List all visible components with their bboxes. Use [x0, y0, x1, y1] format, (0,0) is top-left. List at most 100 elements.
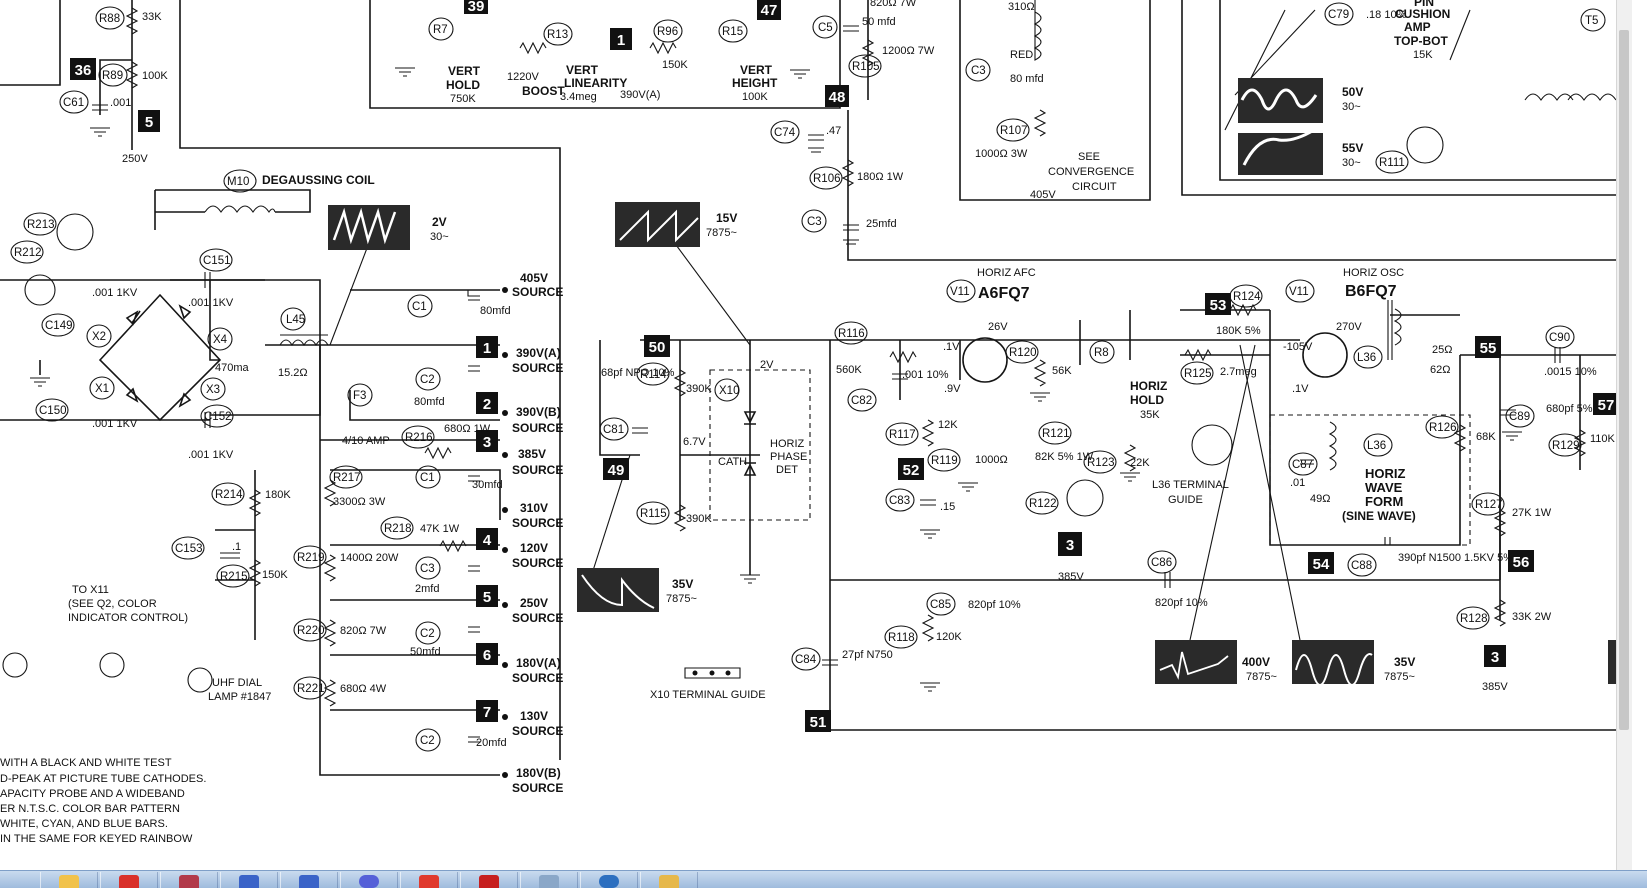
ref-r129: R129 [1552, 440, 1580, 452]
taskbar-app-globe[interactable] [580, 872, 638, 888]
c3a-value: 2mfd [415, 583, 439, 595]
c86-value: 820pf 10% [1155, 597, 1208, 609]
horiz-osc-transformer-icon [1387, 300, 1402, 360]
capacitor-symbols [92, 25, 1561, 743]
ref-c3b: C3 [807, 216, 822, 228]
r219-value: 1400Ω 20W [340, 552, 399, 564]
ref-c153: C153 [175, 543, 203, 555]
ref-r13: R13 [547, 29, 568, 41]
ref-r106: R106 [813, 173, 841, 185]
l36-terminal-guide-icon [1191, 424, 1233, 466]
horiz-afc-label: HORIZ AFC [977, 267, 1036, 279]
tp-55: 55 [1480, 340, 1497, 357]
r128-value: 33K 2W [1512, 611, 1552, 623]
c150-value: .001 1KV [92, 418, 138, 430]
chat-icon [359, 875, 379, 888]
ref-c2b: C2 [420, 628, 435, 640]
v56-label: 56K [1052, 365, 1072, 377]
red-wire-label: RED [1010, 49, 1033, 61]
pin-cushion-label-3: AMP [1404, 20, 1431, 34]
ref-r107: R107 [1000, 125, 1028, 137]
ref-r212: R212 [14, 247, 42, 259]
ref-r218: R218 [384, 523, 412, 535]
r216-value: 680Ω 1W [444, 423, 491, 435]
ref-r88: R88 [99, 13, 120, 25]
tube-b6fq7: B6FQ7 [1345, 283, 1397, 300]
tp-52: 52 [903, 462, 920, 479]
r107-value: 1000Ω 3W [975, 148, 1028, 160]
r88-value: 33K [142, 11, 162, 23]
ma-label: 470ma [215, 362, 250, 374]
taskbar-app-blue-1[interactable] [220, 872, 278, 888]
ref-c2a: C2 [420, 374, 435, 386]
source-120v-label: SOURCE [512, 556, 563, 570]
r127-value: 27K 1W [1512, 507, 1552, 519]
tp-2: 2 [483, 396, 491, 413]
vert-linearity-label-2: LINEARITY [564, 76, 627, 90]
tp-36: 36 [75, 62, 92, 79]
taskbar-app-chat[interactable] [340, 872, 398, 888]
waveform-400v-amp: 400V [1242, 655, 1270, 669]
source-390va: 390V(A) [516, 346, 561, 360]
part-references: R88 33K R89 100K C61 .001 R7 R13 R96 150… [10, 0, 1632, 752]
v310-label: 310Ω [1008, 1, 1035, 13]
taskbar-app-red[interactable] [100, 872, 158, 888]
ref-x2: X2 [92, 331, 106, 343]
boost-label: BOOST [522, 84, 565, 98]
source-labels: 405V SOURCE 390V(A) SOURCE 390V(B) SOURC… [502, 271, 563, 795]
taskbar-app-pdf[interactable] [460, 872, 518, 888]
app-red-2-icon [419, 875, 439, 888]
ref-r214: R214 [215, 489, 243, 501]
ref-l36a: L36 [1367, 440, 1386, 452]
c74-value: .47 [826, 125, 841, 137]
r215-value: 150K [262, 569, 288, 581]
taskbar-app-dark[interactable] [160, 872, 218, 888]
f3-value: 4/10 AMP [342, 435, 390, 447]
vert-height-value: 100K [742, 91, 768, 103]
vert-height-label: VERT [740, 63, 773, 77]
ref-x4: X4 [213, 334, 228, 346]
taskbar-app-red-2[interactable] [400, 872, 458, 888]
vert-hold-value: 750K [450, 93, 476, 105]
waveform-55v-amp: 55V [1342, 141, 1363, 155]
phase-det-label-2: PHASE [770, 451, 807, 463]
source-390vb: 390V(B) [516, 405, 561, 419]
ref-r121: R121 [1042, 428, 1070, 440]
taskbar-app-doc[interactable] [520, 872, 578, 888]
ref-v11a: V11 [950, 286, 970, 298]
to-x11-label: TO X11 [72, 584, 109, 596]
source-405v: 405V [520, 271, 548, 285]
r117-value: 12K [938, 419, 958, 431]
v62-label: 62Ω [1430, 364, 1450, 376]
ref-r123: R123 [1087, 457, 1115, 469]
ref-r89: R89 [102, 70, 123, 82]
vert-hold-label-2: HOLD [446, 78, 480, 92]
v9-label: .9V [944, 383, 961, 395]
taskbar [0, 870, 1647, 888]
note-line-6: IN THE SAME FOR KEYED RAINBOW [0, 833, 193, 845]
ref-r128: R128 [1460, 613, 1488, 625]
vertical-scrollbar[interactable] [1616, 0, 1632, 870]
ref-r125: R125 [1184, 368, 1212, 380]
ref-r213: R213 [27, 219, 55, 231]
source-310v-label: SOURCE [512, 516, 563, 530]
c1b-value: 30mfd [472, 479, 503, 491]
r217-value: 3300Ω 3W [333, 496, 386, 508]
ref-c81: C81 [603, 424, 624, 436]
ref-c89: C89 [1509, 411, 1530, 423]
schematic-viewer[interactable]: 39 1 47 36 5 48 1 2 3 4 5 6 7 50 49 52 5… [0, 0, 1632, 870]
scrollbar-thumb[interactable] [1619, 30, 1629, 730]
ref-c3d: C3 [971, 65, 986, 77]
waveform-15v-amp: 15V [716, 211, 737, 225]
taskbar-app-folder-2[interactable] [640, 872, 698, 888]
degaussing-coil-label: DEGAUSSING COIL [262, 173, 375, 187]
v405-label: 405V [1030, 189, 1056, 201]
ref-c1b: C1 [420, 472, 435, 484]
taskbar-app-blue-2[interactable] [280, 872, 338, 888]
taskbar-app-folder[interactable] [40, 872, 98, 888]
vert-height-label-2: HEIGHT [732, 76, 778, 90]
folder-icon [59, 875, 79, 888]
tp-48: 48 [829, 89, 846, 106]
tp-50: 50 [649, 339, 666, 356]
ref-c2c: C2 [420, 735, 435, 747]
